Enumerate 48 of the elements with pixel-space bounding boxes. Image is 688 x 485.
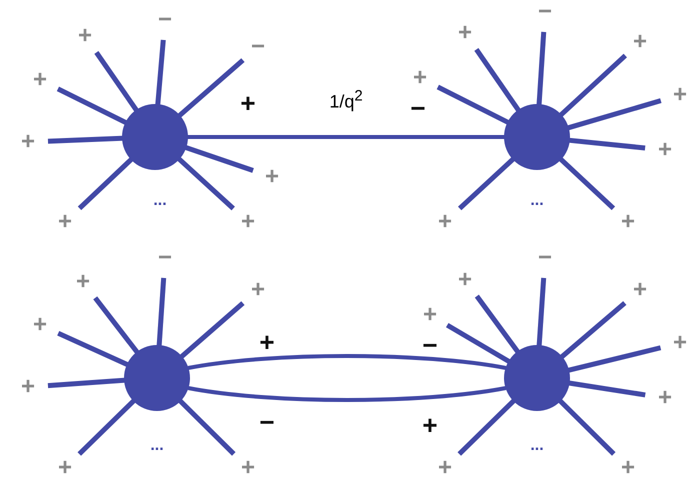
particle-blob	[504, 345, 570, 411]
particle-blob	[504, 104, 570, 170]
exchange-line	[188, 354, 506, 370]
charge-sign: −	[410, 95, 426, 121]
charge-sign: −	[422, 332, 438, 358]
charge-sign: −	[251, 35, 265, 59]
charge-sign: +	[458, 21, 472, 45]
charge-sign: −	[158, 8, 172, 32]
ellipsis-mark: ...	[150, 438, 164, 454]
charge-sign: +	[241, 456, 255, 480]
charge-sign: −	[259, 409, 275, 435]
exchange-line	[188, 386, 506, 402]
charge-sign: +	[33, 68, 47, 92]
particle-blob	[122, 104, 188, 170]
charge-sign: −	[538, 0, 552, 24]
particle-blob	[124, 345, 190, 411]
charge-sign: +	[21, 130, 35, 154]
charge-sign: +	[21, 375, 35, 399]
charge-sign: +	[241, 210, 255, 234]
charge-sign: +	[621, 456, 635, 480]
ellipsis-mark: ...	[530, 193, 544, 209]
charge-sign: +	[413, 66, 427, 90]
ellipsis-mark: ...	[153, 193, 167, 209]
exchange-line	[187, 135, 505, 139]
charge-sign: +	[265, 165, 279, 189]
charge-sign: +	[58, 456, 72, 480]
charge-sign: −	[538, 246, 552, 270]
charge-sign: +	[58, 210, 72, 234]
ellipsis-mark: ...	[530, 438, 544, 454]
charge-sign: +	[240, 90, 256, 116]
charge-sign: +	[458, 268, 472, 292]
charge-sign: +	[438, 210, 452, 234]
charge-sign: +	[423, 303, 437, 327]
charge-sign: +	[658, 386, 672, 410]
charge-sign: +	[76, 270, 90, 294]
charge-sign: −	[158, 246, 172, 270]
charge-sign: +	[621, 210, 635, 234]
charge-sign: +	[673, 83, 687, 107]
charge-sign: +	[33, 313, 47, 337]
charge-sign: +	[633, 278, 647, 302]
charge-sign: +	[438, 456, 452, 480]
charge-sign: +	[673, 331, 687, 355]
charge-sign: +	[78, 24, 92, 48]
charge-sign: +	[259, 329, 275, 355]
charge-sign: +	[422, 412, 438, 438]
charge-sign: +	[251, 278, 265, 302]
charge-sign: +	[633, 30, 647, 54]
charge-sign: +	[658, 138, 672, 162]
